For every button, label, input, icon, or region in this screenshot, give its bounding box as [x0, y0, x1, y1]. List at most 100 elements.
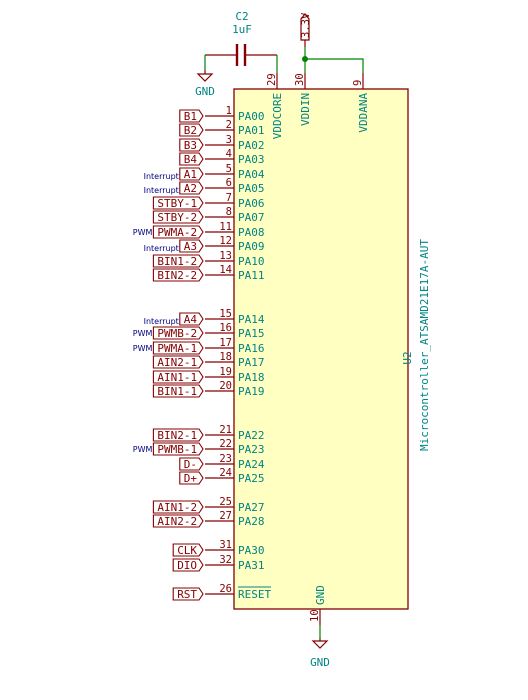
net-label-pwma-2[interactable]: PWMA-2 — [152, 225, 204, 239]
pin-name: PA30 — [238, 544, 265, 557]
capacitor-c2[interactable]: C2 1uF — [205, 10, 277, 66]
top-pin-number: 9 — [352, 80, 364, 86]
net-label-dio[interactable]: DIO — [172, 558, 204, 572]
wire-3v3-to-vddana — [305, 58, 364, 73]
pin-name: PA07 — [238, 211, 265, 224]
pin-number: 18 — [219, 351, 232, 363]
pin-number: 14 — [219, 264, 232, 276]
net-label-ain2-2[interactable]: AIN2-2 — [152, 514, 204, 528]
pin-name: PA27 — [238, 501, 265, 514]
net-label-ain1-2[interactable]: AIN1-2 — [152, 500, 204, 514]
net-label-stby-2[interactable]: STBY-2 — [152, 210, 204, 224]
net-label-d+[interactable]: D+ — [179, 471, 204, 485]
net-label-text: B1 — [184, 110, 197, 123]
net-label-b4[interactable]: B4 — [179, 152, 204, 166]
pin-number: 17 — [219, 337, 232, 349]
net-label-text: B3 — [184, 139, 197, 152]
net-label-stby-1[interactable]: STBY-1 — [152, 196, 204, 210]
net-label-bin2-1[interactable]: BIN2-1 — [152, 428, 204, 442]
net-label-pwma-1[interactable]: PWMA-1 — [152, 341, 204, 355]
net-label-bin1-2[interactable]: BIN1-2 — [152, 254, 204, 268]
net-label-pwmb-2[interactable]: PWMB-2 — [152, 326, 204, 340]
net-label-clk[interactable]: CLK — [172, 543, 204, 557]
pin-number: 27 — [219, 510, 232, 522]
pin-name: PA00 — [238, 110, 265, 123]
net-label-bin1-1[interactable]: BIN1-1 — [152, 384, 204, 398]
gnd-bottom-label: GND — [310, 656, 330, 669]
net-label-b1[interactable]: B1 — [179, 109, 204, 123]
pin-number: 4 — [226, 148, 232, 160]
bottom-gnd-pin[interactable]: GND 10 — [309, 585, 327, 625]
net-label-text: PWMA-1 — [157, 342, 197, 355]
pin-number: 22 — [219, 438, 232, 450]
net-label-text: PWMB-2 — [157, 327, 197, 340]
pin-number: 7 — [226, 192, 232, 204]
gnd-pin-name: GND — [314, 585, 327, 605]
gnd-symbol-top: GND — [195, 70, 215, 98]
pin-name: PA04 — [238, 168, 265, 181]
net-label-text: B2 — [184, 124, 197, 137]
net-label-ain1-1[interactable]: AIN1-1 — [152, 370, 204, 384]
net-label-rst[interactable]: RST — [172, 587, 204, 601]
ic-ref: U2 — [401, 351, 414, 364]
pin-pa30[interactable]: 31 PA30 CLK — [172, 539, 265, 557]
capacitor-ref: C2 — [235, 10, 248, 23]
net-label-a4[interactable]: A4 — [179, 312, 204, 326]
net-label-bin2-2[interactable]: BIN2-2 — [152, 268, 204, 282]
pin-name: PA11 — [238, 269, 265, 282]
net-label-a1[interactable]: A1 — [179, 167, 204, 181]
net-label-a3[interactable]: A3 — [179, 239, 204, 253]
pin-pa00[interactable]: 1 PA00 B1 — [179, 105, 265, 123]
pin-number: 31 — [219, 539, 232, 551]
net-label-b3[interactable]: B3 — [179, 138, 204, 152]
power-3v3: 3.3V — [300, 12, 312, 47]
pin-number: 25 — [219, 496, 232, 508]
pin-number: 21 — [219, 424, 232, 436]
pin-name: PA10 — [238, 255, 265, 268]
net-label-pwmb-1[interactable]: PWMB-1 — [152, 442, 204, 456]
net-label-text: BIN1-1 — [157, 385, 197, 398]
pin-pa11[interactable]: 14 PA11 BIN2-2 — [152, 264, 265, 282]
ic-body[interactable] — [233, 88, 409, 610]
net-label-b2[interactable]: B2 — [179, 123, 204, 137]
top-pin-number: 29 — [266, 73, 278, 86]
pin-number: 1 — [226, 105, 232, 117]
pin-number: 19 — [219, 366, 232, 378]
net-label-text: PWMA-2 — [157, 226, 197, 239]
net-label-a2[interactable]: A2 — [179, 181, 204, 195]
pin-annotation: Interrupt — [144, 244, 179, 253]
pin-annotation: Interrupt — [144, 186, 179, 195]
net-label-text: BIN2-2 — [157, 269, 197, 282]
pin-number: 32 — [219, 554, 232, 566]
net-label-ain2-1[interactable]: AIN2-1 — [152, 355, 204, 369]
net-label-d-[interactable]: D- — [179, 457, 204, 471]
pin-pa27[interactable]: 25 PA27 AIN1-2 — [152, 496, 265, 514]
